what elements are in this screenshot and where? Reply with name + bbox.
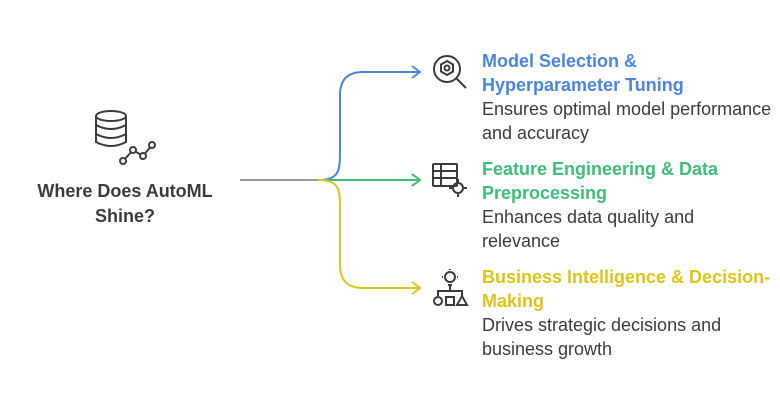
branch-title-business-intelligence: Business Intelligence & Decision-Making <box>482 267 771 311</box>
branch-arrowhead-3 <box>411 281 422 295</box>
branch-title-feature-engineering: Feature Engineering & Data Preprocessing <box>482 159 719 203</box>
idea-shapes-icon <box>430 268 470 308</box>
branch-connector-3 <box>317 179 420 289</box>
database-network-icon <box>91 108 161 177</box>
branch-arrowhead-1 <box>411 65 422 79</box>
branch-desc-business-intelligence: Drives strategic decisions and business … <box>482 315 722 359</box>
branch-title-model-selection: Model Selection & Hyperparameter Tuning <box>482 51 684 95</box>
root-label: Where Does AutoML Shine? <box>37 181 213 226</box>
branch-desc-feature-engineering: Enhances data quality and relevance <box>482 207 695 251</box>
branch-desc-model-selection: Ensures optimal model performance and ac… <box>482 99 772 143</box>
model-search-icon <box>430 52 470 92</box>
table-gear-icon <box>430 160 470 200</box>
branch-connector-1 <box>317 71 420 181</box>
branch-arrowhead-2 <box>411 173 422 187</box>
